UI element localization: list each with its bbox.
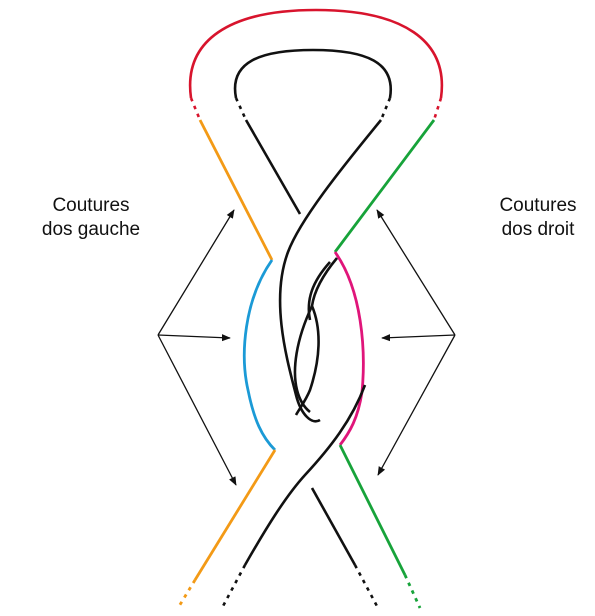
right-arrows [377, 210, 455, 475]
inner-loop [235, 50, 391, 98]
inner-strand-left-lower-dash [222, 565, 245, 608]
right-arrow-down [378, 335, 455, 475]
inner-loop-left-dash [236, 98, 246, 120]
label-right-seams: Coutures dos droit [478, 194, 595, 242]
inner-loop-right-dash [381, 98, 390, 120]
right-arrow-mid [382, 335, 455, 338]
left-arrow-down [158, 335, 236, 485]
inner-strand-left-upper [246, 120, 300, 214]
left-upper-seam [200, 120, 272, 260]
top-arc-right-dash [434, 98, 441, 120]
left-lower-seam [195, 450, 275, 580]
top-arc-left-dash [191, 98, 200, 120]
left-arrow-mid [158, 335, 230, 338]
label-left-line1: Coutures [26, 194, 156, 218]
label-right-line2: dos droit [478, 218, 595, 242]
inner-strand-left-lower [245, 385, 365, 565]
label-left-seams: Coutures dos gauche [26, 194, 156, 242]
inner-strand-right-lower-dash [355, 565, 378, 608]
right-upper-seam [335, 120, 434, 252]
left-middle-seam [244, 260, 275, 450]
label-right-line1: Coutures [478, 194, 595, 218]
top-arc [190, 10, 442, 98]
right-lower-dash [405, 575, 420, 608]
label-left-line2: dos gauche [26, 218, 156, 242]
left-lower-dash [178, 580, 195, 608]
right-arrow-up [377, 210, 455, 335]
left-arrow-up [158, 210, 234, 335]
inner-strand-left-middle [295, 306, 312, 412]
left-arrows [158, 210, 236, 485]
inner-strand-right-lower [312, 488, 355, 565]
